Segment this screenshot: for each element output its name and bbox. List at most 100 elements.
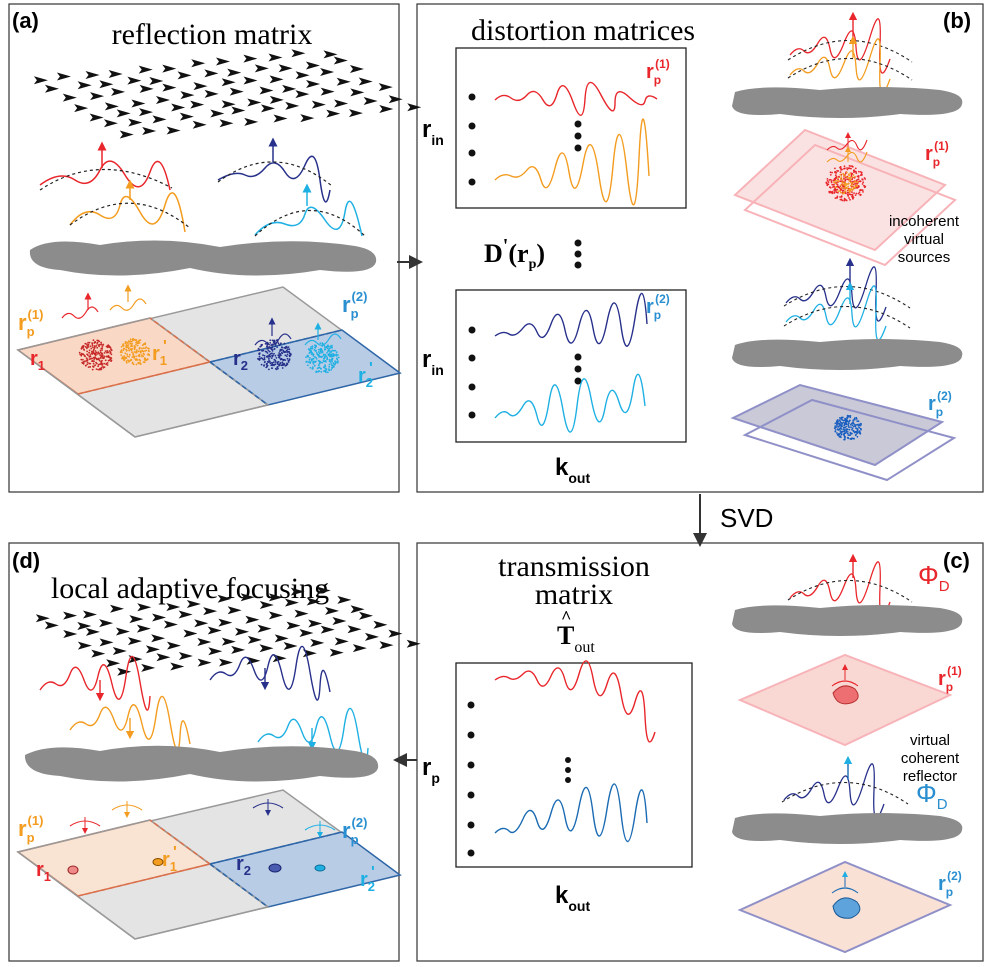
speckle-dot (835, 179, 837, 182)
speckle-dot (831, 171, 833, 174)
scatterer-mark (221, 100, 236, 109)
speckle-dot (852, 437, 855, 440)
speckle-dot (279, 348, 282, 351)
speckle-dot (826, 178, 829, 180)
scatterer-mark (388, 629, 403, 638)
speckle-dot (269, 339, 272, 342)
speckle-dot (135, 355, 138, 358)
speckle-dot (840, 424, 843, 427)
row-dots (468, 93, 582, 419)
speckle-dot (311, 345, 314, 348)
speckle-dot (843, 435, 846, 438)
speckle-dot (142, 347, 145, 350)
speckle-dot (832, 186, 834, 189)
speckle-dot (95, 368, 98, 370)
scatterer-mark (145, 645, 160, 654)
speckle-dot (85, 343, 88, 345)
speckle-dot (96, 346, 99, 349)
speckle-dot (275, 339, 278, 342)
speckle-dot (269, 352, 272, 355)
scatterer-mark (274, 634, 289, 643)
speckle-dot (852, 188, 854, 191)
speckle-dot (125, 360, 128, 363)
speckle-dot (137, 350, 140, 353)
speckle-dot (266, 347, 269, 350)
speckle-dot (267, 349, 270, 352)
speckle-dot (840, 186, 843, 189)
speckle-dot (852, 186, 855, 189)
speckle-dot (837, 186, 840, 189)
speckle-dot (314, 344, 316, 346)
speckle-dot (843, 430, 846, 433)
speckle-dot (850, 184, 852, 187)
scatterer-mark (254, 64, 269, 73)
speckle-dot (840, 184, 842, 187)
scatterer-mark (111, 87, 126, 96)
speckle-dot (123, 359, 125, 362)
speckle-dot (126, 355, 129, 358)
speckle-dot (263, 354, 266, 357)
speckle-dot (88, 362, 90, 365)
speckle-dot (846, 431, 849, 433)
speckle-dot (127, 360, 130, 363)
scatterer-mark (231, 645, 246, 654)
scatterer-mark (337, 595, 352, 604)
speckle-dot (325, 360, 327, 363)
scatterer-mark (282, 84, 297, 93)
speckle-dot (324, 347, 326, 349)
scatterer-mark (246, 656, 261, 665)
scatterer-mark (99, 80, 114, 89)
speckle-dot (80, 354, 83, 357)
speckle-dot (110, 357, 113, 359)
speckle-dot (848, 426, 850, 429)
focus-r1 (67, 865, 79, 875)
speckle-dot (320, 367, 322, 370)
speckle-dot (315, 370, 318, 373)
speckle-dot (141, 355, 144, 358)
scatterer-mark (177, 71, 192, 80)
speckle-dot (101, 365, 104, 367)
speckle-dot (305, 361, 308, 363)
scatterer-mark (379, 104, 394, 113)
speckle-dot (132, 338, 134, 340)
speckle-dot (92, 351, 95, 354)
speckle-dot (858, 185, 860, 188)
speckle-dot (847, 193, 849, 196)
speckle-dot (122, 345, 125, 347)
label-rp2-a: rp(2) (342, 289, 367, 321)
speckle-dot (328, 365, 331, 368)
label-rin-2: rin (422, 346, 444, 378)
speckle-dot (835, 420, 838, 423)
scatterer-mark (152, 613, 167, 622)
speckle-dot (84, 364, 87, 367)
speckle-dot (271, 362, 274, 364)
speckle-dot (95, 361, 97, 364)
speckle-dot (851, 176, 854, 179)
speckle-dot (846, 168, 849, 171)
speckle-dot (133, 355, 135, 358)
row-dot (467, 701, 475, 709)
speckle-dot (837, 190, 840, 193)
scatterer-mark (247, 98, 262, 107)
speckle-dot (848, 167, 851, 170)
scatterer-mark (259, 601, 274, 610)
label-rp-c: rp (422, 754, 440, 786)
scatterer-mark (137, 603, 152, 612)
scatterer-mark (363, 96, 378, 105)
row-dot (468, 354, 476, 362)
scatterer-mark (151, 634, 166, 643)
speckle-dot (91, 368, 94, 371)
speckle-dot (855, 170, 857, 173)
speckle-dot (138, 355, 141, 358)
speckle-dot (846, 176, 849, 179)
scatterer-mark (117, 667, 132, 676)
speckle-dot (97, 363, 100, 366)
label-rp2-d: rp(2) (342, 815, 367, 847)
speckle-dot (101, 349, 103, 351)
speckle-dot (92, 356, 95, 359)
speckle-dot (276, 346, 278, 348)
speckle-dot (130, 344, 133, 347)
speckle-dot (107, 359, 110, 362)
speckle-dot (287, 348, 289, 351)
speckle-dot (839, 198, 842, 201)
